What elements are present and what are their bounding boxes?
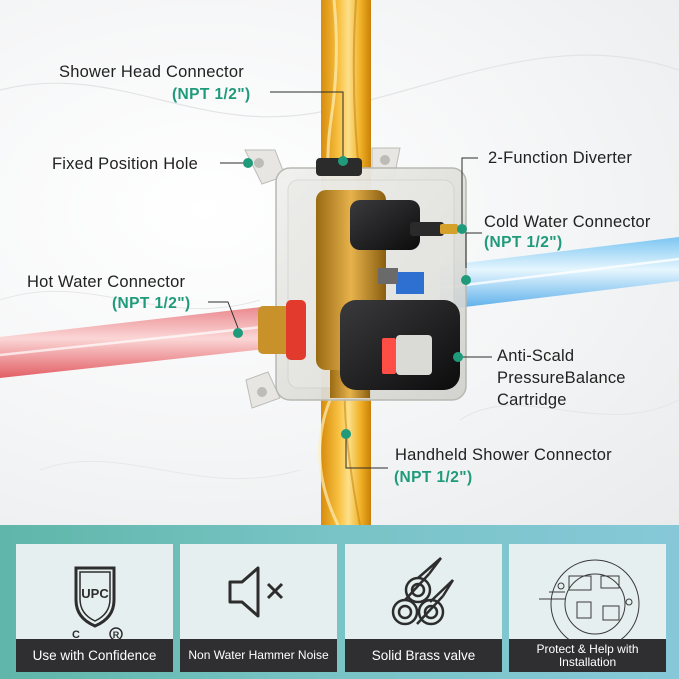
upc-badge-c: C	[72, 629, 80, 639]
hot-water-connector-spec: (NPT 1/2")	[112, 295, 191, 312]
feature-card-upc: UPC C R Use with Confidence	[16, 544, 173, 672]
upc-certification-icon: UPC C R	[16, 544, 173, 641]
handheld-shower-connector-spec: (NPT 1/2")	[394, 469, 473, 486]
feature-caption: Use with Confidence	[16, 639, 173, 672]
feature-caption: Non Water Hammer Noise	[180, 639, 337, 672]
installation-cover-icon	[509, 544, 666, 649]
fixed-position-hole-label: Fixed Position Hole	[52, 155, 198, 173]
feature-card-noise: Non Water Hammer Noise	[180, 544, 337, 672]
features-band: UPC C R Use with Confidence Non Water Ha…	[0, 525, 679, 679]
hot-water-connector-label: Hot Water Connector	[27, 273, 186, 291]
brass-pipes-icon	[345, 544, 502, 639]
anti-scald-label-line2: PressureBalance	[497, 369, 626, 387]
feature-caption: Solid Brass valve	[345, 639, 502, 672]
product-illustration: Shower Head Connector (NPT 1/2") Fixed P…	[0, 0, 679, 525]
feature-card-brass: Solid Brass valve	[345, 544, 502, 672]
diverter-label: 2-Function Diverter	[488, 149, 633, 167]
upc-badge-text: UPC	[81, 586, 109, 601]
anti-scald-label-line1: Anti-Scald	[497, 347, 575, 365]
cold-water-connector-label: Cold Water Connector	[484, 213, 651, 231]
cold-water-connector-spec: (NPT 1/2")	[484, 234, 563, 251]
upc-badge-r: R	[113, 630, 120, 639]
anti-scald-label-line3: Cartridge	[497, 391, 567, 409]
speaker-mute-icon	[180, 544, 337, 639]
shower-head-connector-spec: (NPT 1/2")	[172, 86, 251, 103]
handheld-shower-connector-label: Handheld Shower Connector	[395, 446, 612, 464]
valve-illustration	[0, 0, 679, 525]
feature-card-installation: Protect & Help with Installation	[509, 544, 666, 672]
shower-head-connector-label: Shower Head Connector	[59, 63, 244, 81]
feature-caption: Protect & Help with Installation	[509, 639, 666, 672]
